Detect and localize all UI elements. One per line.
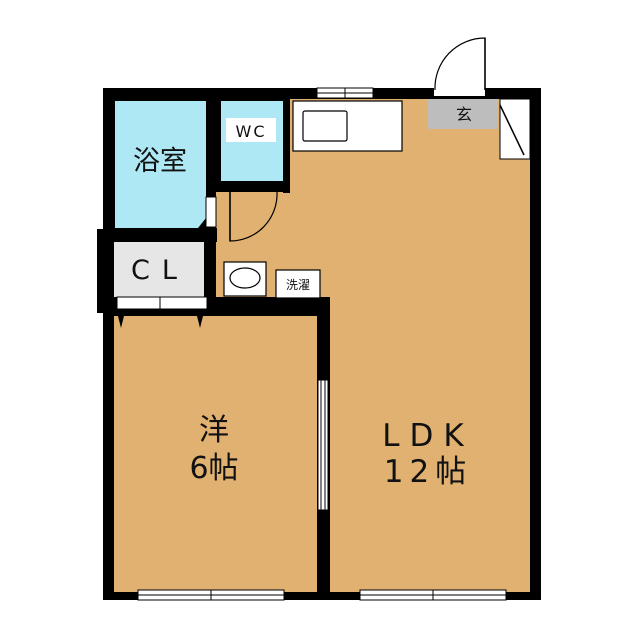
bath-label: 浴室 xyxy=(133,146,187,177)
closet-floor xyxy=(114,242,204,297)
closet-door-mark-left xyxy=(118,316,124,328)
entrance-door-swing[interactable] xyxy=(434,37,486,91)
partition-bath-bottom xyxy=(114,228,217,242)
entrance-floor xyxy=(428,99,498,129)
ldk-floor xyxy=(216,99,530,592)
wc-door-swing[interactable] xyxy=(229,191,278,242)
ldk-size: 12帖 xyxy=(384,454,472,490)
western-room-name: 洋 xyxy=(199,413,229,448)
western-room-floor xyxy=(114,316,317,592)
shoe-rack-diagonal xyxy=(499,104,525,156)
kitchen-sink xyxy=(302,110,348,142)
bath-floor xyxy=(115,101,206,228)
wc-label-box xyxy=(226,118,276,142)
closet-door-mark-right xyxy=(197,316,203,328)
laundry-label: 洗濯 xyxy=(286,278,310,292)
wc-label: WC xyxy=(236,122,267,141)
closet-door[interactable] xyxy=(116,296,208,310)
partition-bath-wc xyxy=(206,96,220,184)
room-sliding-door[interactable] xyxy=(317,379,329,511)
closet-label: CL xyxy=(131,255,189,286)
entrance-door-gap xyxy=(434,84,485,96)
western-room-size: 6帖 xyxy=(189,451,238,486)
laundry-space xyxy=(275,269,321,299)
washbasin-bowl xyxy=(229,267,261,289)
partition-wc-bottom xyxy=(216,181,290,192)
entrance-label: 玄 xyxy=(456,105,472,124)
partition-wc-ldk xyxy=(283,96,290,193)
ldk-name: LDK xyxy=(382,418,473,454)
bath-door[interactable] xyxy=(205,196,217,228)
partition-washroom xyxy=(207,192,216,304)
shoe-rack xyxy=(499,98,531,160)
